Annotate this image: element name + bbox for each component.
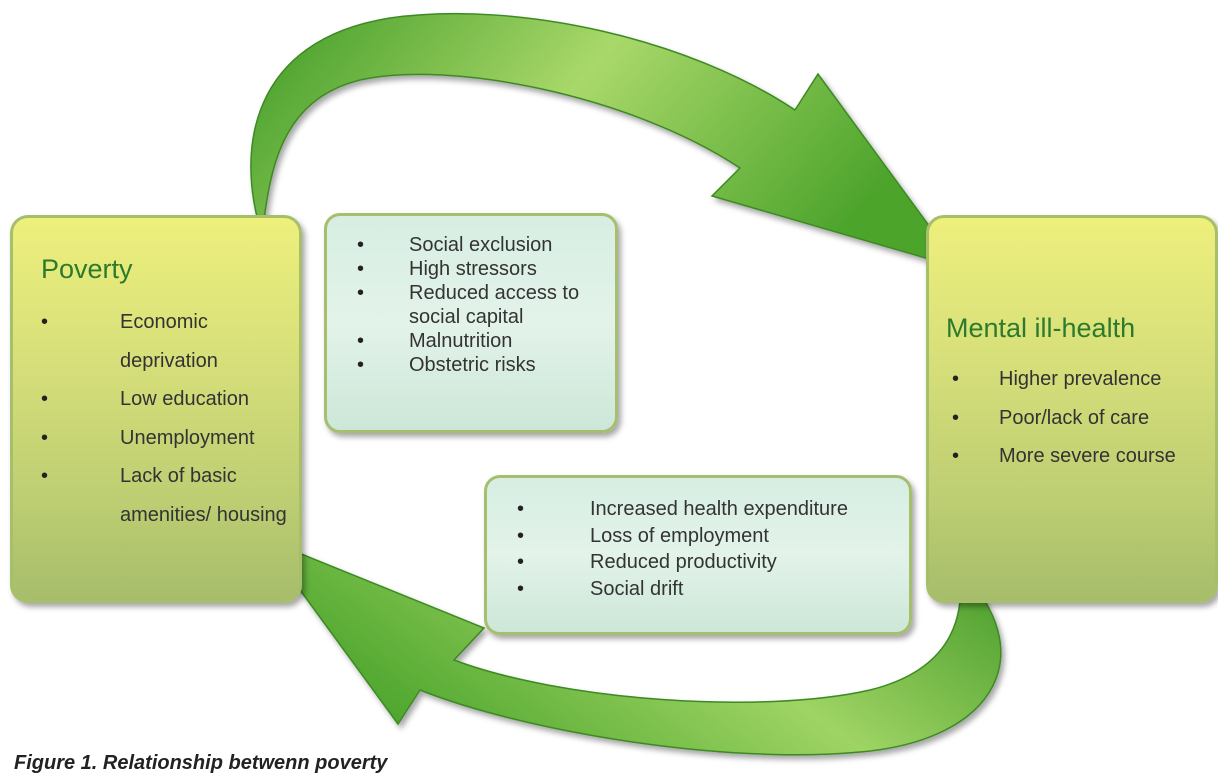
poverty-item: Unemployment — [13, 419, 300, 458]
factor-item: Obstetric risks — [327, 353, 609, 377]
mental-health-box: Mental ill-health Higher prevalence Poor… — [926, 215, 1218, 603]
illness-to-poverty-factors: Increased health expenditure Loss of emp… — [484, 475, 912, 635]
mental-health-list: Higher prevalence Poor/lack of care More… — [929, 360, 1215, 476]
consequence-item: Loss of employment — [487, 523, 909, 550]
mental-health-item: More severe course — [929, 437, 1209, 476]
poverty-item: Lack of basic amenities/ housing — [13, 457, 300, 534]
poverty-to-illness-factors: Social exclusion High stressors Reduced … — [324, 213, 618, 433]
consequence-list: Increased health expenditure Loss of emp… — [487, 496, 909, 602]
factor-item: Social exclusion — [327, 233, 609, 257]
factor-item: Malnutrition — [327, 329, 609, 353]
consequence-item: Reduced productivity — [487, 549, 909, 576]
arrow-poverty-to-mental-health — [250, 13, 962, 270]
mental-health-title: Mental ill-health — [946, 313, 1136, 343]
factor-item: Reduced access to social capital — [327, 281, 609, 329]
poverty-box: Poverty Economic deprivation Low educati… — [10, 215, 302, 603]
arrow-mental-health-to-poverty — [259, 536, 1002, 756]
poverty-item: Economic deprivation — [13, 303, 300, 380]
consequence-item: Increased health expenditure — [487, 496, 909, 523]
figure-caption: Figure 1. Relationship betwenn poverty — [14, 752, 388, 774]
mental-health-item: Higher prevalence — [929, 360, 1209, 399]
consequence-item: Social drift — [487, 576, 909, 603]
poverty-title: Poverty — [41, 254, 133, 284]
poverty-list: Economic deprivation Low education Unemp… — [13, 303, 299, 534]
factor-item: High stressors — [327, 257, 609, 281]
mental-health-item: Poor/lack of care — [929, 399, 1209, 438]
poverty-item: Low education — [13, 380, 300, 419]
factor-list: Social exclusion High stressors Reduced … — [327, 233, 615, 377]
